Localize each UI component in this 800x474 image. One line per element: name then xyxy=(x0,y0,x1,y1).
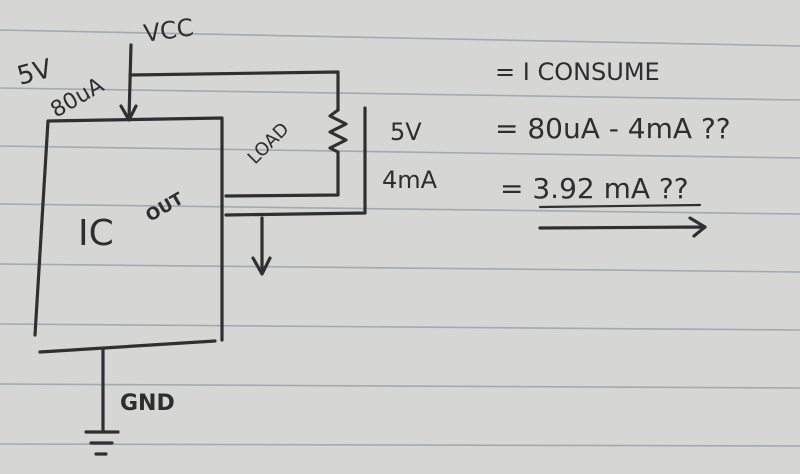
ic-body xyxy=(33,116,224,342)
gnd-label: GND xyxy=(120,391,175,416)
calculation-notes: = I CONSUME = 80uA - 4mA ?? = 3.92 mA ?? xyxy=(495,58,731,205)
output-current-label: 4mA xyxy=(382,166,438,194)
ground-bar xyxy=(38,339,217,354)
gnd-wire xyxy=(84,348,120,456)
note-line-3: = 3.92 mA ?? xyxy=(500,172,689,205)
circuit-wires xyxy=(33,43,707,456)
output-wire xyxy=(224,106,367,217)
result-underline xyxy=(538,203,702,209)
ic-label: IC xyxy=(78,213,114,254)
result-arrow xyxy=(538,216,707,238)
ruled-lines xyxy=(0,29,800,447)
vcc-label: VCC xyxy=(142,13,195,48)
load-resistor xyxy=(224,108,348,198)
note-line-2: = 80uA - 4mA ?? xyxy=(495,112,731,145)
output-arrow xyxy=(251,216,272,276)
vcc-to-load-wire xyxy=(128,70,340,112)
note-line-1: = I CONSUME xyxy=(495,58,660,86)
output-voltage-label: 5V xyxy=(390,118,422,146)
